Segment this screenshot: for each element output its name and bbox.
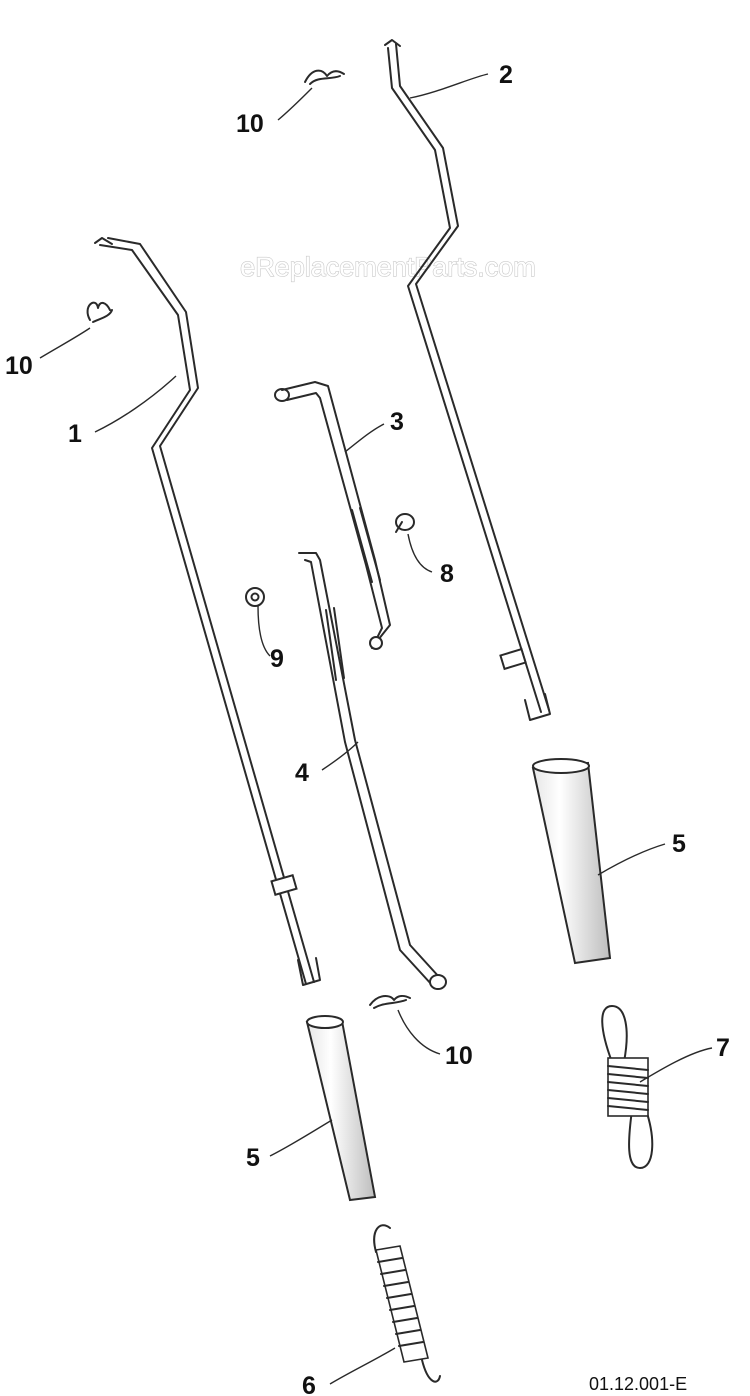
- callout-7: 7: [716, 1034, 730, 1062]
- callout-6: 6: [302, 1372, 316, 1396]
- drawing-id: 01.12.001-E: [589, 1374, 687, 1394]
- callout-9: 9: [270, 645, 284, 673]
- callout-2: 2: [499, 61, 513, 89]
- spring-part-6: [373, 1224, 441, 1383]
- callout-5-left: 5: [246, 1144, 260, 1172]
- leader-lines: [39, 73, 713, 1385]
- grip-part-5-left: [305, 1015, 377, 1202]
- rod-part-2: [384, 39, 551, 721]
- watermark: eReplacementParts.com: [240, 252, 536, 282]
- linkage-part-4: [298, 552, 447, 990]
- rod-part-1: [94, 237, 321, 986]
- callout-3: 3: [390, 408, 404, 436]
- callout-5-right: 5: [672, 830, 686, 858]
- callout-4: 4: [295, 759, 309, 787]
- callout-1: 1: [68, 420, 82, 448]
- hair-pin-clip-mid: [369, 994, 411, 1009]
- callout-10-left: 10: [5, 352, 33, 380]
- callout-8: 8: [440, 560, 454, 588]
- hair-pin-clip-left: [86, 301, 113, 323]
- nut-part-9: [245, 587, 265, 607]
- linkage-part-3: [274, 381, 391, 650]
- callout-10-mid: 10: [445, 1042, 473, 1070]
- hair-pin-clip-top: [304, 69, 345, 85]
- grip-part-5-right: [531, 758, 612, 965]
- callout-10-top: 10: [236, 110, 264, 138]
- pin-part-8: [395, 513, 415, 533]
- spring-part-7: [601, 1005, 654, 1169]
